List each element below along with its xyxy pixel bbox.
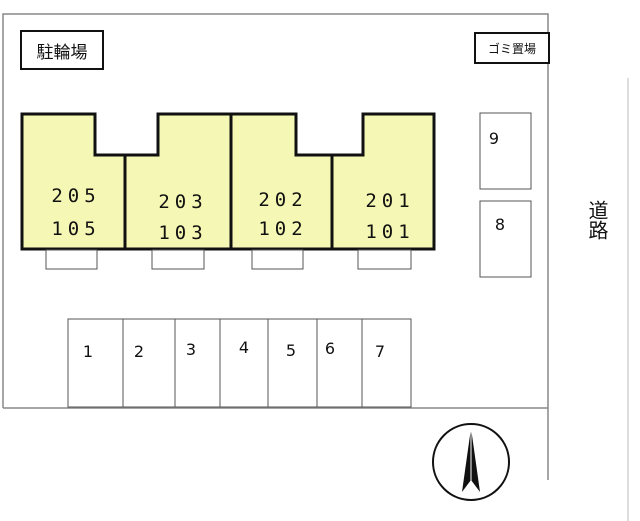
side-parking-space-8	[479, 200, 532, 278]
parking-space-7	[361, 318, 412, 408]
road-label: 道路	[585, 200, 609, 240]
parking-space-1	[67, 318, 124, 408]
unit-step-4	[357, 249, 412, 270]
parking-space-4	[219, 318, 269, 408]
unit-number-upper-203: 203	[158, 191, 208, 213]
parking-number-5: 5	[285, 341, 297, 360]
side-parking-number-9: 9	[488, 129, 500, 148]
garbage-area-label: ゴミ置場	[474, 32, 550, 64]
unit-number-lower-102: 102	[258, 218, 308, 240]
parking-number-1: 1	[82, 342, 94, 361]
side-parking-number-8: 8	[494, 215, 506, 234]
unit-number-lower-105: 105	[51, 218, 101, 240]
parking-space-3	[174, 318, 221, 408]
parking-number-7: 7	[374, 342, 386, 361]
unit-number-lower-101: 101	[365, 221, 415, 243]
north-arrow-icon	[432, 423, 510, 501]
unit-number-lower-103: 103	[158, 222, 208, 244]
unit-step-1	[45, 249, 98, 270]
side-parking-space-9	[479, 112, 532, 190]
parking-number-2: 2	[133, 342, 145, 361]
parking-space-2	[122, 318, 176, 408]
unit-number-upper-202: 202	[258, 189, 308, 211]
site-boundary	[2, 13, 549, 408]
parking-number-3: 3	[185, 340, 197, 359]
parking-number-4: 4	[238, 338, 250, 357]
unit-number-upper-205: 205	[51, 185, 101, 207]
parking-space-5	[267, 318, 318, 408]
building-unit-201-101	[330, 112, 436, 251]
unit-number-upper-201: 201	[365, 190, 415, 212]
parking-number-6: 6	[324, 339, 336, 358]
parking-space-6	[316, 318, 363, 408]
unit-step-2	[151, 249, 205, 270]
unit-step-3	[251, 249, 304, 270]
bicycle-parking-label: 駐輪場	[20, 30, 104, 70]
